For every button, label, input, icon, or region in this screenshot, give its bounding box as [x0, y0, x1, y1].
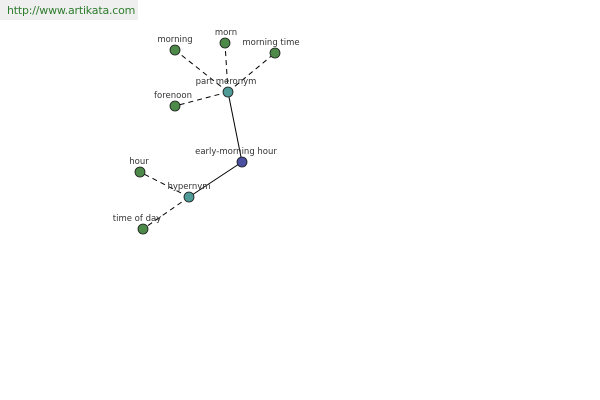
label-time-of-day: time of day — [113, 214, 161, 224]
watermark-box: http://www.artikata.com — [0, 0, 138, 20]
node-hour[interactable] — [134, 166, 146, 178]
edge-center-to-part-meronym — [227, 91, 243, 163]
label-morn: morn — [215, 28, 237, 38]
node-morning[interactable] — [169, 44, 181, 56]
watermark-url[interactable]: http://www.artikata.com — [7, 4, 136, 17]
labels: morning morn morning time forenoon part … — [113, 28, 300, 224]
label-morning-time: morning time — [242, 38, 299, 48]
node-early-morning-hour[interactable] — [236, 156, 248, 168]
node-hypernym[interactable] — [183, 191, 195, 203]
node-morn[interactable] — [219, 37, 231, 49]
label-part-meronym: part meronym — [196, 77, 257, 87]
node-time-of-day[interactable] — [137, 223, 149, 235]
edge-center-to-hypernym — [188, 161, 243, 198]
edge-part-meronym-to-forenoon — [174, 91, 229, 107]
label-hour: hour — [129, 157, 149, 167]
node-part-meronym[interactable] — [222, 86, 234, 98]
edge-part-meronym-to-morn — [224, 42, 229, 93]
node-morning-time[interactable] — [269, 47, 281, 59]
label-forenoon: forenoon — [154, 91, 192, 101]
label-early-morning-hour: early-morning hour — [195, 147, 277, 157]
edge-part-meronym-to-morning — [174, 49, 229, 93]
label-hypernym: hypernym — [167, 182, 210, 192]
edge-part-meronym-to-morning-time — [227, 52, 276, 93]
nodes — [134, 37, 281, 235]
node-forenoon[interactable] — [169, 100, 181, 112]
edge-hypernym-to-hour — [139, 171, 190, 198]
edge-hypernym-to-time-of-day — [142, 196, 190, 230]
edges — [139, 42, 276, 230]
label-morning: morning — [157, 35, 192, 45]
